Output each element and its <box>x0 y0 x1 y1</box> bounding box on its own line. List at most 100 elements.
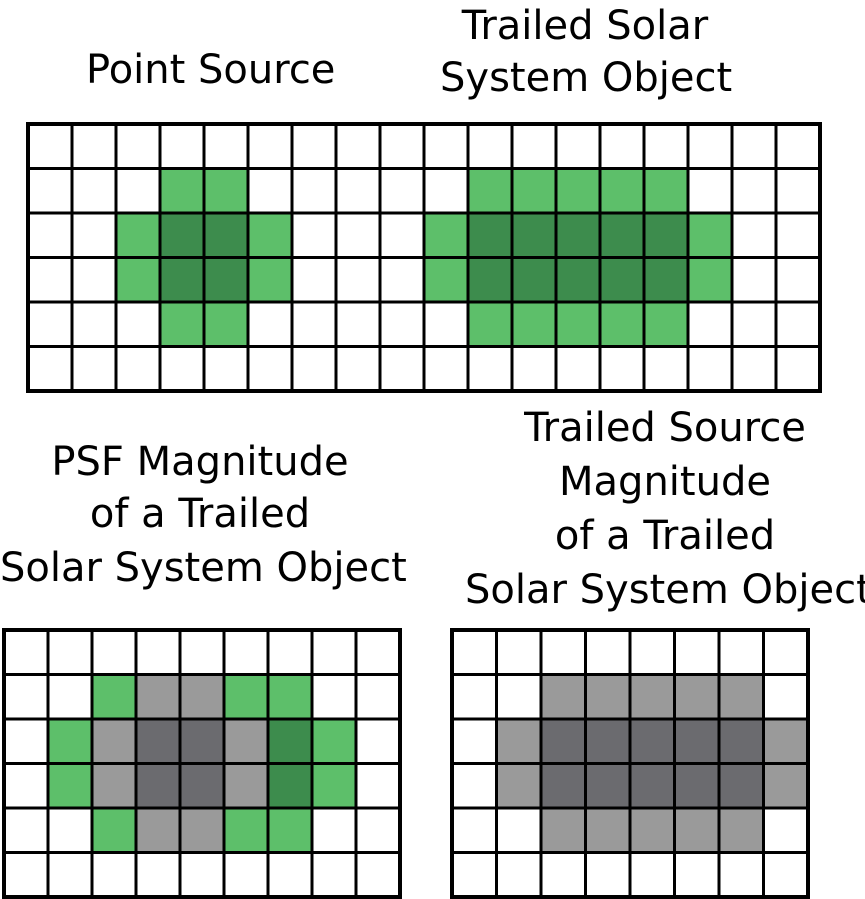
empty-pixel <box>26 167 74 215</box>
gray-pixel <box>134 673 182 721</box>
empty-pixel <box>717 851 765 899</box>
empty-pixel <box>673 628 721 676</box>
empty-pixel <box>290 167 338 215</box>
gray-pixel <box>539 806 587 854</box>
dark-gray-pixel <box>134 717 182 765</box>
green-pixel <box>114 211 162 259</box>
empty-pixel <box>310 806 358 854</box>
empty-pixel <box>673 851 721 899</box>
empty-pixel <box>334 211 382 259</box>
empty-pixel <box>178 628 226 676</box>
empty-pixel <box>290 345 338 393</box>
empty-pixel <box>246 300 294 348</box>
dark-green-pixel <box>266 717 314 765</box>
gray-pixel <box>584 673 632 721</box>
empty-pixel <box>26 122 74 170</box>
empty-pixel <box>246 122 294 170</box>
gray-pixel <box>178 806 226 854</box>
empty-pixel <box>70 167 118 215</box>
empty-pixel <box>495 628 543 676</box>
gray-pixel <box>222 717 270 765</box>
dark-green-pixel <box>598 211 646 259</box>
empty-pixel <box>26 300 74 348</box>
green-pixel <box>266 673 314 721</box>
empty-pixel <box>222 851 270 899</box>
empty-pixel <box>686 122 734 170</box>
green-pixel <box>246 256 294 304</box>
empty-pixel <box>450 717 498 765</box>
empty-pixel <box>354 806 402 854</box>
empty-pixel <box>378 300 426 348</box>
empty-pixel <box>310 851 358 899</box>
empty-pixel <box>334 300 382 348</box>
empty-pixel <box>730 211 778 259</box>
dark-gray-pixel <box>134 762 182 810</box>
green-pixel <box>466 167 514 215</box>
empty-pixel <box>354 673 402 721</box>
trailed-source-magnitude-label-line2: Magnitude <box>559 459 771 505</box>
dark-gray-pixel <box>673 717 721 765</box>
empty-pixel <box>354 851 402 899</box>
empty-pixel <box>774 211 822 259</box>
empty-pixel <box>378 345 426 393</box>
trailed-source-magnitude-label-line1: Trailed Source <box>524 405 806 451</box>
empty-pixel <box>246 345 294 393</box>
dark-green-pixel <box>158 211 206 259</box>
gray-pixel <box>762 717 810 765</box>
empty-pixel <box>290 300 338 348</box>
dark-green-pixel <box>266 762 314 810</box>
empty-pixel <box>686 167 734 215</box>
empty-pixel <box>202 122 250 170</box>
empty-pixel <box>114 345 162 393</box>
empty-pixel <box>762 673 810 721</box>
empty-pixel <box>2 851 50 899</box>
empty-pixel <box>450 806 498 854</box>
green-pixel <box>466 300 514 348</box>
green-pixel <box>246 211 294 259</box>
green-pixel <box>642 300 690 348</box>
empty-pixel <box>46 673 94 721</box>
empty-pixel <box>598 122 646 170</box>
grid-border <box>450 628 810 899</box>
empty-pixel <box>422 167 470 215</box>
gray-pixel <box>717 673 765 721</box>
green-pixel <box>510 300 558 348</box>
empty-pixel <box>310 628 358 676</box>
empty-pixel <box>378 211 426 259</box>
green-pixel <box>114 256 162 304</box>
green-pixel <box>510 167 558 215</box>
empty-pixel <box>495 851 543 899</box>
dark-gray-pixel <box>717 717 765 765</box>
dark-gray-pixel <box>539 762 587 810</box>
empty-pixel <box>686 345 734 393</box>
empty-pixel <box>466 122 514 170</box>
gray-pixel <box>134 806 182 854</box>
empty-pixel <box>642 122 690 170</box>
empty-pixel <box>762 628 810 676</box>
dark-green-pixel <box>510 256 558 304</box>
empty-pixel <box>2 806 50 854</box>
empty-pixel <box>26 256 74 304</box>
trailed-source-magnitude-label-line3: of a Trailed <box>554 513 776 559</box>
empty-pixel <box>178 851 226 899</box>
empty-pixel <box>762 806 810 854</box>
empty-pixel <box>466 345 514 393</box>
empty-pixel <box>730 345 778 393</box>
trailed-source-magnitude-label-line4: Solar System Object <box>465 567 865 613</box>
empty-pixel <box>90 851 138 899</box>
dark-gray-pixel <box>673 762 721 810</box>
gray-pixel <box>495 762 543 810</box>
empty-pixel <box>90 628 138 676</box>
gray-pixel <box>584 806 632 854</box>
empty-pixel <box>290 211 338 259</box>
empty-pixel <box>584 851 632 899</box>
gray-pixel <box>222 762 270 810</box>
empty-pixel <box>774 300 822 348</box>
green-pixel <box>554 167 602 215</box>
empty-pixel <box>774 122 822 170</box>
empty-pixel <box>495 673 543 721</box>
empty-pixel <box>628 851 676 899</box>
dark-green-pixel <box>510 211 558 259</box>
empty-pixel <box>539 628 587 676</box>
